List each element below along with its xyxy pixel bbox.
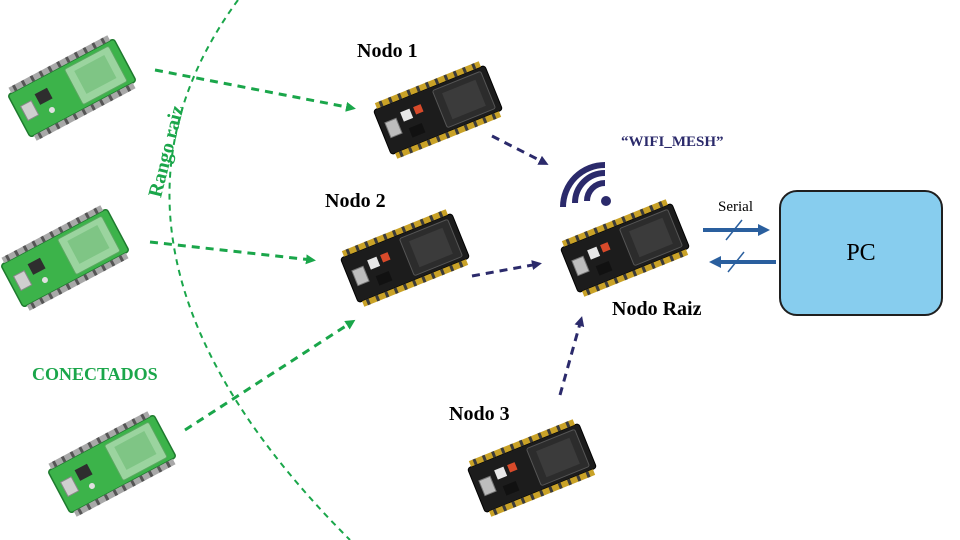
connected-board-1-icon: [4, 32, 140, 144]
nodo1-label: Nodo 1: [357, 40, 418, 62]
connected-board-2-icon: [0, 202, 133, 314]
conectados-label: CONECTADOS: [32, 364, 158, 384]
nodo2-label: Nodo 2: [325, 190, 386, 212]
nodo2-board-icon: [337, 207, 473, 309]
serial-arrow-slash-bottom: [727, 251, 745, 273]
arrow-nodo3-to-raiz: [558, 316, 585, 396]
arrow-nodo1-to-raiz: [491, 134, 549, 165]
wifi-icon: [560, 162, 611, 208]
nodo3-board-icon: [464, 417, 600, 519]
serial-arrow-slash-top: [725, 219, 743, 241]
arrow-nodo2-to-raiz: [471, 260, 542, 278]
arrow-connected3-to-nodo2: [184, 319, 356, 432]
nodo-raiz-label: Nodo Raiz: [612, 298, 702, 320]
connected-board-3-icon: [44, 408, 180, 520]
serial-label: Serial: [718, 199, 753, 215]
nodo1-board-icon: [370, 59, 506, 161]
nodo3-label: Nodo 3: [449, 403, 510, 425]
nodo-raiz-board-icon: [557, 197, 693, 299]
arrow-connected1-to-nodo1: [154, 68, 356, 112]
root-range-arc: [168, 0, 351, 540]
pc-box: PC: [779, 190, 943, 316]
pc-label: PC: [846, 239, 876, 266]
wifi-mesh-label: “WIFI_MESH”: [621, 134, 724, 150]
